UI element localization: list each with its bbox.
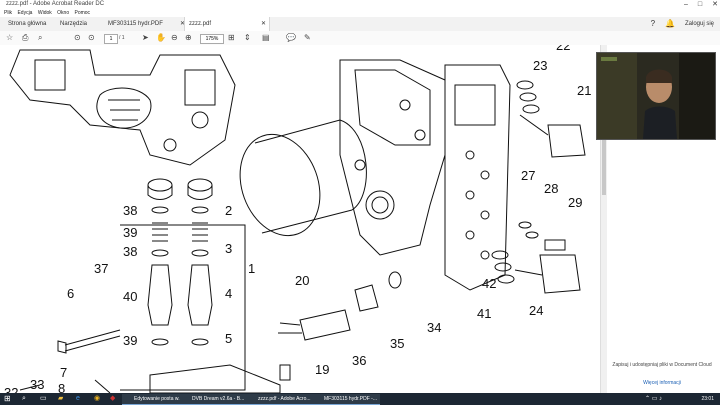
search-icon[interactable]: ⌕	[38, 33, 43, 42]
menu-file[interactable]: Plik	[4, 10, 13, 16]
fit-page-icon[interactable]: ⊞	[228, 33, 235, 42]
tab-close-icon[interactable]: ✕	[260, 21, 266, 27]
exploded-parts-diagram: 22 23 21 2 38 39 38 37 3 1 40 4 6 5 39 7…	[4, 45, 591, 393]
part-label: 41	[477, 306, 491, 321]
part-label: 1	[248, 261, 255, 276]
taskbar-item[interactable]: MF303115 hydr.PDF -...	[312, 394, 380, 405]
taskbar-item[interactable]: zzzz.pdf - Adobe Acro...	[246, 394, 314, 405]
chrome-icon[interactable]: ◉	[94, 395, 101, 402]
part-label: 29	[568, 195, 582, 210]
part-label: 23	[533, 58, 547, 73]
part-label: 32	[4, 385, 18, 393]
system-tray-icons[interactable]: ⌃ ▭ ♪	[645, 396, 663, 402]
window-title: zzzz.pdf - Adobe Acrobat Reader DC	[6, 1, 105, 7]
menu-window[interactable]: Okno	[57, 10, 70, 16]
page-number-input[interactable]: 1	[104, 34, 118, 44]
page-count: / 1	[119, 35, 125, 41]
select-tool-icon[interactable]: ➤	[142, 33, 149, 42]
part-label: 6	[67, 286, 74, 301]
edge-icon[interactable]: e	[76, 395, 80, 402]
signin-link[interactable]: Zaloguj się	[684, 21, 714, 27]
bell-icon[interactable]: 🔔	[665, 19, 675, 28]
part-label: 34	[427, 320, 441, 335]
tab-doc-label: zzzz.pdf	[189, 21, 212, 27]
document-view[interactable]: 22 23 21 2 38 39 38 37 3 1 40 4 6 5 39 7…	[0, 45, 600, 393]
tab-doc-label: MF303115 hydr.PDF	[108, 21, 163, 27]
file-explorer-icon[interactable]: ▰	[58, 395, 64, 402]
tab-tools[interactable]: Narzędzia	[60, 21, 88, 27]
part-label: 33	[30, 377, 44, 392]
part-label: 5	[225, 331, 232, 346]
part-label: 27	[521, 168, 535, 183]
part-label: 28	[544, 181, 558, 196]
part-label: 37	[94, 261, 108, 276]
pen-icon[interactable]: ✎	[304, 33, 311, 42]
tab-bar: Strona główna Narzędzia MF303115 hydr.PD…	[0, 17, 720, 32]
part-label: 19	[315, 362, 329, 377]
scroll-mode-icon[interactable]: ⇕	[244, 33, 251, 42]
app-icon[interactable]: ◆	[110, 395, 116, 402]
learn-more-link[interactable]: Więcej informacji	[643, 380, 681, 386]
part-label: 4	[225, 286, 232, 301]
part-label: 2	[225, 203, 232, 218]
windows-start-icon[interactable]: ⊞	[4, 394, 11, 403]
menu-view[interactable]: Widok	[37, 10, 52, 16]
hand-tool-icon[interactable]: ✋	[156, 33, 166, 42]
taskbar-clock[interactable]: 23:01	[701, 396, 714, 402]
part-label: 38	[123, 203, 137, 218]
bookmark-icon[interactable]: ☆	[6, 33, 14, 42]
document-cloud-text: Zapisuj i udostępniaj pliki w Document C…	[612, 362, 712, 368]
part-label: 7	[60, 365, 67, 380]
video-frame	[597, 53, 715, 139]
fit-width-icon[interactable]: ▤	[262, 33, 270, 42]
menu-help[interactable]: Pomoc	[74, 10, 91, 16]
help-icon[interactable]: ?	[650, 19, 656, 28]
toolbar: ☆ ⎙ ⌕ ⊙ ⊙ 1 / 1 ➤ ✋ ⊖ ⊕ 175% ⊞ ⇕ ▤ 💬 ✎	[0, 31, 720, 46]
part-label: 20	[295, 273, 309, 288]
zoom-in-icon[interactable]: ⊕	[185, 33, 192, 42]
zoom-out-icon[interactable]: ⊖	[171, 33, 178, 42]
scrollbar-thumb[interactable]	[602, 85, 606, 195]
part-label: 42	[482, 276, 496, 291]
comment-icon[interactable]: 💬	[286, 33, 296, 42]
window-controls: – □ ✕	[684, 0, 718, 9]
page-up-icon[interactable]: ⊙	[74, 33, 81, 42]
tab-doc-zzzz[interactable]: zzzz.pdf ✕	[184, 17, 270, 31]
print-icon[interactable]: ⎙	[22, 33, 29, 42]
part-label: 38	[123, 244, 137, 259]
tab-doc-mf303115[interactable]: MF303115 hydr.PDF ✕	[104, 17, 188, 31]
taskbar-item[interactable]: DVB Dream v2.6a - B...	[180, 394, 248, 405]
zoom-select[interactable]: 175%	[200, 34, 224, 44]
maximize-icon[interactable]: □	[697, 1, 703, 8]
part-label: 21	[577, 83, 591, 98]
part-label: 36	[352, 353, 366, 368]
part-label: 22	[556, 45, 570, 53]
part-label: 35	[390, 336, 404, 351]
tab-home[interactable]: Strona główna	[8, 21, 47, 27]
part-label: 39	[123, 225, 137, 240]
tab-close-icon[interactable]: ✕	[179, 21, 185, 27]
part-label: 39	[123, 333, 137, 348]
minimize-icon[interactable]: –	[683, 1, 688, 8]
title-bar: zzzz.pdf - Adobe Acrobat Reader DC – □ ✕	[0, 0, 720, 9]
tabbar-right: ? 🔔 Zaloguj się	[651, 17, 714, 31]
menu-bar: Plik Edycja Widok Okno Pomoc	[0, 9, 720, 17]
windows-taskbar: ⊞ ⌕ ▭ ▰ e ◉ ◆ Edytowanie posta w... DVB …	[0, 393, 720, 405]
video-overlay-window[interactable]	[596, 52, 716, 140]
menu-edit[interactable]: Edycja	[17, 10, 33, 16]
task-view-icon[interactable]: ▭	[40, 395, 47, 402]
part-label: 40	[123, 289, 137, 304]
part-label: 3	[225, 241, 232, 256]
page-down-icon[interactable]: ⊙	[88, 33, 95, 42]
part-label: 8	[58, 381, 65, 393]
taskbar-item[interactable]: Edytowanie posta w...	[122, 394, 184, 405]
part-label: 24	[529, 303, 543, 318]
vertical-scrollbar[interactable]	[601, 45, 607, 393]
search-icon[interactable]: ⌕	[22, 395, 26, 402]
close-icon[interactable]: ✕	[712, 1, 718, 8]
